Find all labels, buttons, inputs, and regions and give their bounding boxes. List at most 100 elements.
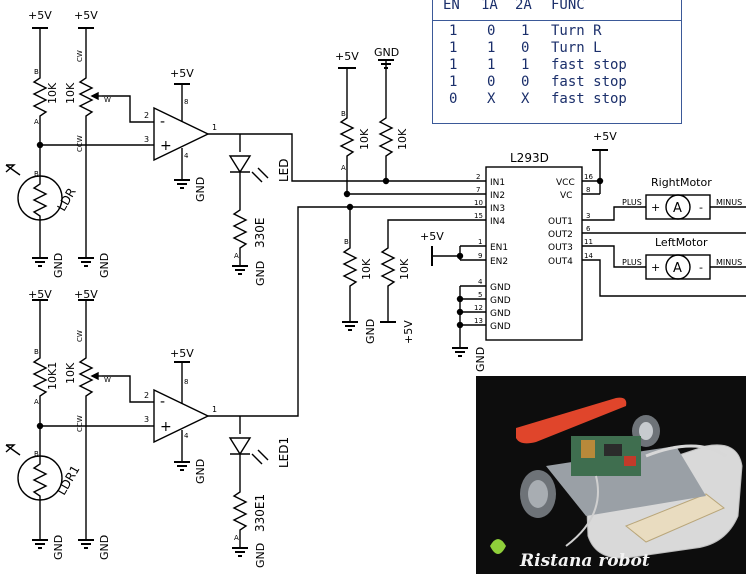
cell-en: 1 — [449, 57, 458, 73]
resistor-value: 330E1 — [253, 494, 267, 532]
left-motor-label: LeftMotor — [655, 236, 708, 249]
cell-1a: 0 — [487, 74, 496, 90]
ic-pin-out2: OUT2 — [548, 230, 573, 240]
pin-a-label: A — [34, 398, 39, 406]
table-row: 1 0 0 fast stop — [433, 74, 683, 92]
opamp-minus: - — [160, 394, 165, 410]
gnd-label: GND — [52, 253, 65, 278]
ic-pinnum: 10 — [474, 199, 483, 207]
pin-b-label: B — [34, 68, 39, 76]
table-row: 1 1 0 Turn L — [433, 40, 683, 58]
header-func: FUNC — [551, 0, 585, 13]
pin-a-label: A — [341, 164, 346, 172]
motor-minus-sign: - — [699, 201, 703, 214]
opamp-pin: 2 — [144, 111, 149, 120]
ic-pin-en2: EN2 — [490, 257, 508, 267]
vcc-label: +5V — [28, 9, 52, 22]
pot-cw-label: CW — [76, 330, 84, 342]
pot-cw-label: CW — [76, 50, 84, 62]
cell-en: 1 — [449, 40, 458, 56]
ic-pinnum: 15 — [474, 212, 483, 220]
right-motor-label: RightMotor — [651, 176, 712, 189]
vcc-label: +5V — [335, 50, 359, 63]
gnd-label: GND — [194, 177, 207, 202]
cell-func: fast stop — [551, 74, 627, 90]
pin-a-label: A — [234, 534, 239, 542]
opamp-minus: - — [160, 114, 165, 130]
ic-pin-gnd: GND — [490, 322, 511, 332]
gnd-label: GND — [474, 347, 487, 372]
ic-pin-in4: IN4 — [490, 217, 505, 227]
ic-pinnum: 5 — [478, 291, 482, 299]
resistor-value: 10K — [64, 362, 77, 384]
ic-pinnum: 4 — [478, 278, 483, 286]
pin-a-label: A — [34, 118, 39, 126]
led-label: LED1 — [277, 437, 291, 468]
pot-ccw-label: CCW — [76, 415, 84, 432]
cell-2a: X — [521, 91, 530, 107]
pin-b-label: B — [34, 170, 39, 178]
pin-a-label: A — [234, 252, 239, 260]
table-row: 0 X X fast stop — [433, 91, 683, 109]
vcc-label: +5V — [74, 9, 98, 22]
ic-pin-gnd: GND — [490, 283, 511, 293]
vcc-label: +5V — [28, 288, 52, 301]
resistor-value: 10K — [360, 258, 373, 280]
ic-pin-vc: VC — [560, 191, 572, 201]
vcc-label: +5V — [593, 130, 617, 143]
resistor-value: 10K — [358, 128, 371, 150]
ldr-label: LDR — [54, 185, 78, 213]
ic-pinnum: 6 — [586, 225, 591, 233]
motor-minus-label: MINUS — [716, 198, 742, 207]
gnd-label: GND — [254, 261, 267, 286]
cell-1a: 0 — [487, 23, 496, 39]
resistor-value: 10K — [64, 82, 77, 104]
ic-pinnum: 13 — [474, 317, 483, 325]
ic-pinnum: 8 — [586, 186, 590, 194]
ic-pin-in3: IN3 — [490, 204, 505, 214]
table-row: 1 1 1 fast stop — [433, 57, 683, 75]
ic-pin-gnd: GND — [490, 296, 511, 306]
opamp-pin: 8 — [184, 98, 188, 106]
pin-b-label: B — [341, 110, 346, 118]
cell-2a: 1 — [521, 23, 530, 39]
gnd-label: GND — [52, 535, 65, 560]
cell-en: 1 — [449, 74, 458, 90]
robot-photo — [476, 376, 746, 574]
opamp-pin: 1 — [212, 405, 217, 414]
table-row: 1 0 1 Turn R — [433, 23, 683, 41]
cell-2a: 1 — [521, 57, 530, 73]
cell-2a: 0 — [521, 74, 530, 90]
pot-w-label: W — [104, 96, 111, 104]
cell-1a: 1 — [487, 57, 496, 73]
ic-pin-en1: EN1 — [490, 243, 508, 253]
pot-ccw-label: CCW — [76, 135, 84, 152]
resistor-value: 10K — [46, 82, 59, 104]
ic-pinnum: 9 — [478, 252, 482, 260]
ic-pinnum: 2 — [476, 173, 480, 181]
ic-pinnum: 7 — [476, 186, 480, 194]
cell-1a: 1 — [487, 40, 496, 56]
motor-symbol: A — [673, 261, 682, 276]
opamp-plus: + — [160, 419, 172, 435]
pin-b-label: B — [344, 238, 349, 246]
ic-pin-in1: IN1 — [490, 178, 505, 188]
opamp-plus: + — [160, 138, 172, 154]
cell-func: fast stop — [551, 57, 627, 73]
vcc-label: +5V — [170, 67, 194, 80]
motor-plus-sign: + — [651, 261, 660, 274]
vcc-label: +5V — [402, 320, 415, 344]
motor-minus-label: MINUS — [716, 258, 742, 267]
pin-b-label: B — [34, 450, 39, 458]
cell-en: 1 — [449, 23, 458, 39]
ic-pin-out1: OUT1 — [548, 217, 573, 227]
ic-pinnum: 1 — [478, 238, 482, 246]
opamp-pin: 4 — [184, 152, 189, 160]
header-en: EN — [443, 0, 460, 13]
photo-caption: Ristana robot — [520, 551, 650, 571]
ic-pin-gnd: GND — [490, 309, 511, 319]
motor-plus-label: PLUS — [622, 258, 642, 267]
cell-func: Turn R — [551, 23, 602, 39]
truth-table: EN 1A 2A FUNC 1 0 1 Turn R 1 1 0 Turn L … — [432, 0, 682, 124]
